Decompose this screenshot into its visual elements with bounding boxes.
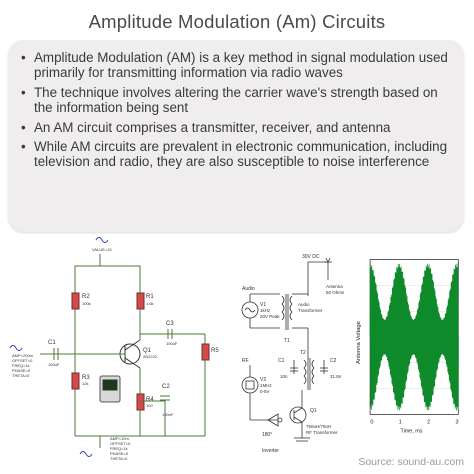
c2-value: 31.8n <box>330 374 342 379</box>
source-param: AMP=10m <box>110 436 129 441</box>
q1-value: 2N2222 <box>143 354 158 359</box>
vcc-label: VALUE=15 <box>92 247 112 252</box>
x-tick-label: 1 <box>399 419 402 425</box>
bullet-item: An AM circuit comprises a transmitter, r… <box>20 120 454 136</box>
t1-label-line2: Transformer <box>298 308 323 313</box>
x-tick-label: 2 <box>427 419 430 425</box>
antenna-label-line2: 50 Ohms <box>326 290 345 295</box>
t1-label-line1: Audio <box>298 302 310 307</box>
bullet-item: The technique involves altering the carr… <box>20 85 454 116</box>
v1-amp: 20V Peak <box>260 314 280 319</box>
v2-amp: 0-5V <box>260 389 270 394</box>
antenna-label-line1: Antenna <box>326 284 343 289</box>
q1-label: Q1 <box>143 348 152 354</box>
am-waveform-chart: 0 1 2 3 Antenna Voltage Time, ms <box>356 259 459 434</box>
audio-label: Audio <box>242 286 255 292</box>
bullet-list: Amplitude Modulation (AM) is a key metho… <box>8 40 464 170</box>
source-param: PHASE=0 <box>110 451 129 456</box>
x-tick-label: 3 <box>455 419 458 425</box>
y-axis-label: Antenna Voltage <box>356 321 362 364</box>
c1-label: C1 <box>48 340 56 346</box>
rf-label: RF <box>242 358 249 364</box>
c2-label: C2 <box>330 358 337 364</box>
source-param: FREQ=1k <box>12 363 30 368</box>
t2-label: T2 <box>300 350 306 356</box>
c2-value: 100nF <box>162 412 174 417</box>
r1-label: R1 <box>146 294 154 300</box>
r5-label: R5 <box>211 348 219 354</box>
q1-label: Q1 <box>310 408 317 414</box>
r4-value: 100 <box>146 403 153 408</box>
r3-value: 12k <box>82 381 88 386</box>
r4-label: R4 <box>146 397 154 403</box>
waveform-series <box>369 263 459 411</box>
circuit-figure: VALUE=15 R2 100k R1 1.6k C3 100uF R5 Q1 … <box>0 236 474 474</box>
v2-freq: 1MHz <box>260 383 273 388</box>
source-param: THETA=0 <box>12 373 30 378</box>
c3-value: 100uF <box>166 341 178 346</box>
info-card: Amplitude Modulation (AM) is a key metho… <box>8 40 464 232</box>
left-circuit-diagram: VALUE=15 R2 100k R1 1.6k C3 100uF R5 Q1 … <box>9 237 219 461</box>
source-param: OFFSET=0 <box>12 358 33 363</box>
x-ticks: 0 1 2 3 <box>370 419 458 425</box>
r1-value: 1.6k <box>146 301 154 306</box>
source-param: AMP=200m <box>12 353 34 358</box>
c1-value: 100uF <box>48 362 60 367</box>
r3-label: R3 <box>82 375 90 381</box>
source-param: THETA=0 <box>110 456 128 461</box>
bullet-item: While AM circuits are prevalent in elect… <box>20 139 454 170</box>
x-tick-label: 0 <box>370 419 373 425</box>
inverter-label: Inverter <box>262 448 279 454</box>
source-params-bottom: AMP=10m OFFSET=0 FREQ=1k PHASE=0 THETA=0 <box>110 436 131 461</box>
source-param: PHASE=0 <box>12 368 31 373</box>
r2-value: 100k <box>82 301 91 306</box>
v2-label: V2 <box>260 377 266 383</box>
c1-label: C1 <box>278 358 285 364</box>
source-param: OFFSET=0 <box>110 441 131 446</box>
c1-value: 10n <box>280 374 288 379</box>
v1-label: V1 <box>260 302 266 308</box>
t2-label-line1: 750uH/75nH <box>306 424 331 429</box>
x-axis-label: Time, ms <box>401 428 423 434</box>
dc-label: 30V DC <box>302 254 320 260</box>
c2-label: C2 <box>162 384 170 390</box>
c3-label: C3 <box>166 321 174 327</box>
right-circuit-diagram: 30V DC Audio V1 1kHz 20V Peak Audio Tran… <box>241 254 345 454</box>
source-params-top: AMP=200m OFFSET=0 FREQ=1k PHASE=0 THETA=… <box>12 353 34 378</box>
t1-label: T1 <box>284 338 290 344</box>
v1-freq: 1kHz <box>260 308 271 313</box>
source-param: FREQ=1k <box>110 446 128 451</box>
t2-label-line2: RF Transformer <box>306 430 338 435</box>
source-credit: Source: sound-au.com <box>358 456 464 468</box>
page-title: Amplitude Modulation (Am) Circuits <box>88 11 386 32</box>
phase-label: 180° <box>262 432 272 438</box>
r2-label: R2 <box>82 294 90 300</box>
bullet-item: Amplitude Modulation (AM) is a key metho… <box>20 50 454 81</box>
